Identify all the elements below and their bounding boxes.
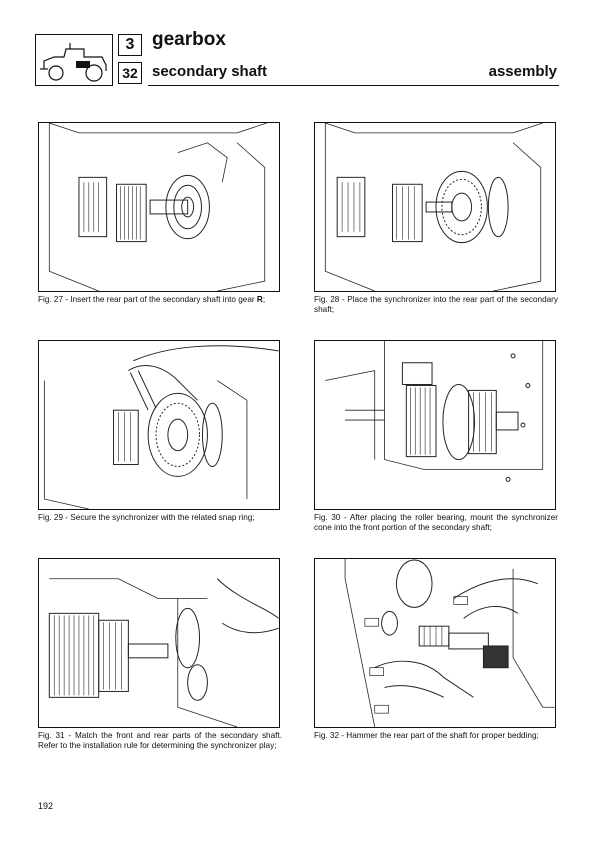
figure-27-caption: Fig. 27 - Insert the rear part of the se… [38,295,282,305]
figure-29 [38,340,280,510]
tractor-logo [35,34,113,86]
operation-title: assembly [488,63,557,80]
chapter-number: 3 [118,34,142,56]
page-number: 192 [38,801,54,811]
figure-30 [314,340,556,510]
figure-27 [38,122,280,292]
figure-30-caption: Fig. 30 - After placing the roller beari… [314,513,558,532]
figure-29-illustration [43,345,279,509]
chapter-title: gearbox [152,29,226,50]
figure-32-caption: Fig. 32 - Hammer the rear part of the sh… [314,731,539,740]
figure-28 [314,122,556,292]
figure-27-illustration [48,123,267,291]
figure-32-illustration [344,559,555,727]
section-number: 32 [118,62,142,84]
figure-27-caption-text: Fig. 27 - Insert the rear part of the se… [38,295,255,304]
section-title: secondary shaft [152,63,268,80]
tractor-icon [40,43,107,82]
figure-31-illustration [48,578,279,727]
figure-28-illustration [324,123,543,291]
figure-31 [38,558,280,728]
figure-29-caption: Fig. 29 - Secure the synchronizer with t… [38,513,255,522]
header-rule [148,85,559,86]
figure-32 [314,558,556,728]
figure-27-caption-tail: ; [262,295,266,304]
figure-30-illustration [325,341,544,482]
figure-31-caption: Fig. 31 - Match the front and rear parts… [38,731,282,750]
figure-27-caption-bold: R [256,295,263,304]
figure-28-caption: Fig. 28 - Place the synchronizer into th… [314,295,558,314]
